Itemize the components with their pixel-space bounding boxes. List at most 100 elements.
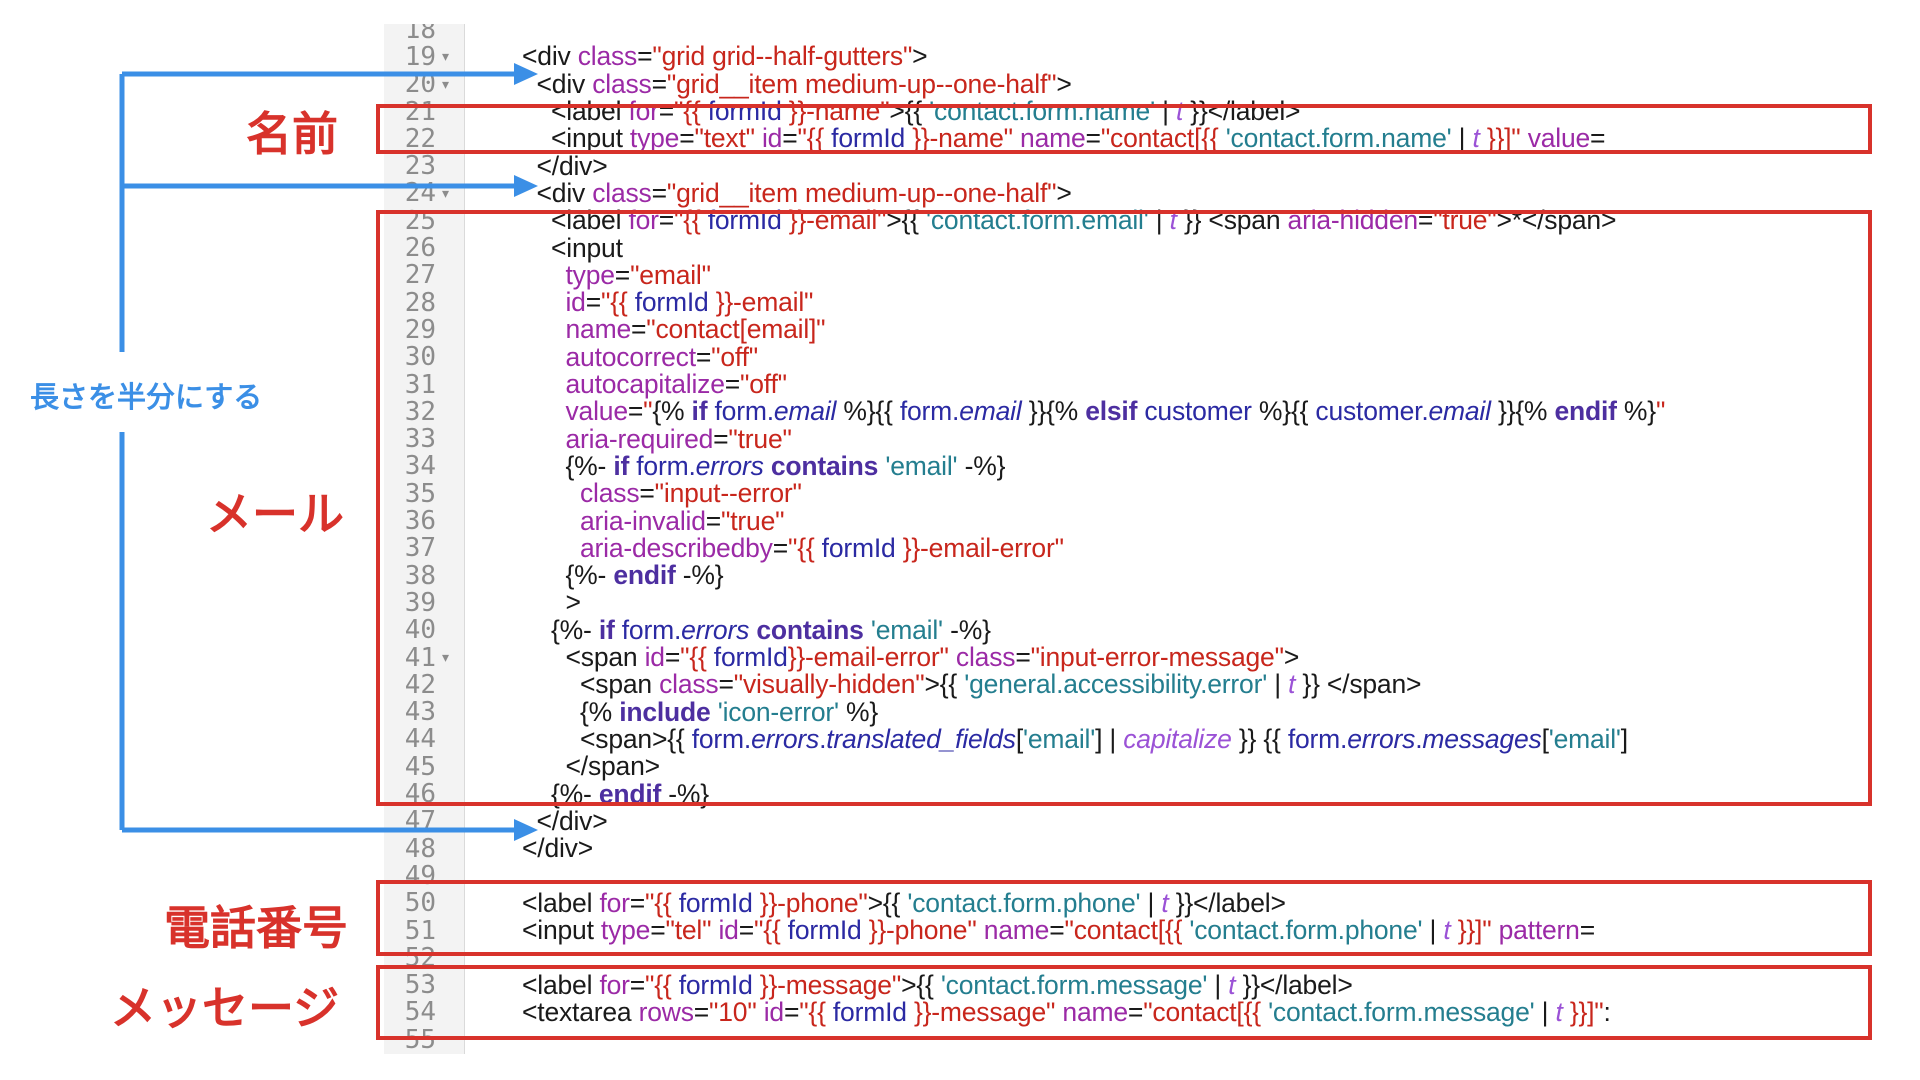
line-number: 36 <box>404 506 436 537</box>
line-number: 49 <box>404 860 436 891</box>
code-token: class <box>955 642 1016 673</box>
code-token: type <box>629 123 680 154</box>
code-token: <input <box>551 232 623 263</box>
code-token: "{{ <box>753 915 788 946</box>
code-token: = <box>724 369 741 400</box>
code-text: <label for="{{ formId }}-message">{{ 'co… <box>462 970 1842 1001</box>
code-token: t <box>1169 205 1177 236</box>
code-text: aria-required="true" <box>462 424 1842 455</box>
code-line[interactable]: 40{%- if form.errors contains 'email' -%… <box>384 614 1842 646</box>
code-line[interactable]: 48</div> <box>384 833 1842 864</box>
code-token: -%} <box>675 560 724 591</box>
code-token: 'email' <box>870 614 943 645</box>
code-token: }}-email" <box>708 287 814 318</box>
code-line[interactable]: 53<label for="{{ formId }}-message">{{ '… <box>384 970 1842 1001</box>
code-line[interactable]: 41▾<span id="{{ formId}}-email-error" cl… <box>384 642 1842 673</box>
code-text: aria-describedby="{{ formId }}-email-err… <box>462 533 1842 564</box>
code-token: 'general.accessibility.error' <box>964 669 1268 700</box>
code-line[interactable]: 51 <input type="tel" id="{{ formId }}-pho… <box>384 915 1842 946</box>
code-token: class <box>592 68 652 99</box>
code-line[interactable]: 43{% include 'icon-error' %} <box>384 696 1842 728</box>
code-token: form. <box>691 723 752 754</box>
code-token: t <box>1472 123 1480 154</box>
line-number: 38 <box>404 560 436 591</box>
code-token: = <box>1015 642 1031 673</box>
code-line[interactable]: 39> <box>384 587 1842 618</box>
code-token: }}-phone" <box>752 887 868 918</box>
code-token: class <box>580 478 640 509</box>
code-token: %} <box>838 696 879 727</box>
code-token: = <box>627 396 644 427</box>
code-token: "tel" <box>665 915 712 946</box>
line-number: 51 <box>404 915 436 946</box>
code-line[interactable]: 49 <box>384 860 1842 891</box>
code-token: >{{ <box>924 669 965 700</box>
code-line[interactable]: 21<label for="{{ formId }}-name">{{ 'con… <box>384 96 1842 127</box>
code-line[interactable]: 34{%- if form.errors contains 'email' -%… <box>384 451 1842 482</box>
code-token: elsif <box>1085 396 1138 427</box>
code-token: formId <box>821 532 896 563</box>
fold-arrow-icon[interactable]: ▾ <box>442 649 450 666</box>
arrow-head-icon <box>514 175 538 197</box>
code-token: }}</label> <box>1183 96 1301 127</box>
code-line[interactable]: 44<span>{{ form.errors.translated_fields… <box>384 723 1842 755</box>
code-token: value <box>1527 123 1591 154</box>
line-number: 35 <box>404 478 436 509</box>
phone-field-box <box>376 880 1872 956</box>
code-text: id="{{ formId }}-email" <box>462 287 1842 318</box>
code-token: "off" <box>740 369 787 400</box>
code-token: 'icon-error' <box>717 696 839 727</box>
line-number: 34 <box>404 451 436 482</box>
code-line[interactable]: 50<label for="{{ formId }}-phone">{{ 'co… <box>384 887 1842 919</box>
fold-arrow-icon[interactable]: ▾ <box>442 48 450 65</box>
code-token: {% <box>652 396 692 427</box>
code-token: customer. <box>1315 396 1429 427</box>
fold-arrow-icon[interactable]: ▾ <box>442 184 450 201</box>
code-token: <span <box>565 642 645 673</box>
code-token: = <box>651 68 667 99</box>
code-token: </span> <box>565 751 661 782</box>
code-line[interactable]: 45 </span> <box>384 751 1842 782</box>
code-token: ] | <box>1095 723 1124 754</box>
code-line[interactable]: 24▾<div class="grid__item medium-up--one… <box>384 177 1842 209</box>
code-token: 'email' <box>1023 723 1096 754</box>
code-line[interactable]: 54<textarea rows="10" id="{{ formId }}-m… <box>384 996 1842 1028</box>
code-line[interactable]: 23</div> <box>384 151 1842 182</box>
code-line[interactable]: 22<input type="text" id="{{ formId }}-na… <box>384 123 1842 154</box>
code-text: value="{% if form.email %}{{ form.email … <box>462 396 1842 427</box>
code-token: | <box>1148 205 1170 236</box>
code-token: = <box>718 669 734 700</box>
code-text: <input type="tel" id="{{ formId }}-phone… <box>462 915 1842 946</box>
line-number: 22 <box>404 123 436 154</box>
code-token: type <box>600 915 651 946</box>
code-token: t <box>1288 669 1296 700</box>
code-token: include <box>619 696 711 727</box>
line-number: 45 <box>404 751 436 782</box>
code-token: "email" <box>630 259 711 290</box>
code-line[interactable]: 19▾<div class="grid grid--half-gutters"> <box>384 41 1842 72</box>
code-line[interactable]: 18 <box>384 24 1842 45</box>
code-token: > <box>1056 177 1072 208</box>
code-line[interactable]: 42<span class="visually-hidden">{{ 'gene… <box>384 669 1842 700</box>
code-line[interactable]: 26<input <box>384 232 1842 264</box>
code-token: : <box>1603 996 1611 1027</box>
code-line[interactable]: 38{%- endif -%} <box>384 560 1842 591</box>
code-token: name <box>565 314 632 345</box>
code-token: messages <box>1422 723 1542 754</box>
code-token: "contact[{{ <box>1064 915 1190 946</box>
code-token: "text" <box>694 123 755 154</box>
code-token: <div <box>536 68 593 99</box>
fold-arrow-icon[interactable]: ▾ <box>442 75 450 92</box>
